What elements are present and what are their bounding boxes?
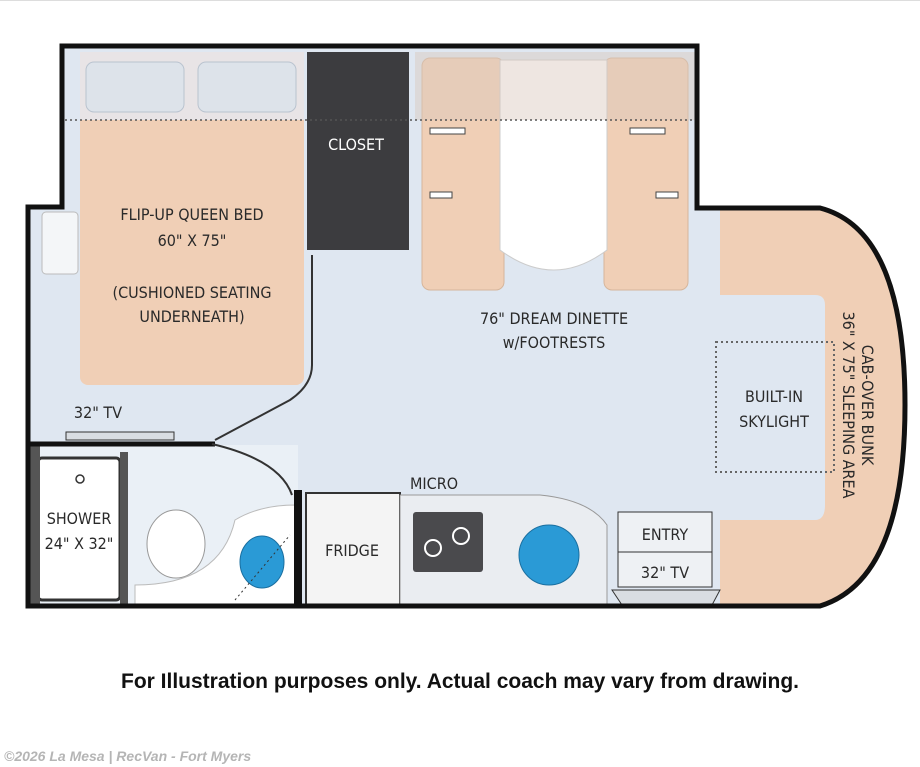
closet-label: CLOSET xyxy=(328,135,384,154)
footrest xyxy=(429,127,466,135)
outer-wall xyxy=(25,43,908,609)
disclaimer-caption: For Illustration purposes only. Actual c… xyxy=(121,670,799,693)
shower-size-label: 24" X 32" xyxy=(45,534,114,553)
shower xyxy=(36,456,122,602)
top-border xyxy=(0,0,920,1)
tv-bedroom xyxy=(65,431,175,441)
bed-size-label: 60" X 75" xyxy=(158,231,227,250)
micro-label: MICRO xyxy=(410,474,458,493)
bath-door-arc xyxy=(211,443,293,496)
bunk-label: CAB-OVER BUNK xyxy=(858,345,877,466)
bunk-size-label: 36" X 75" SLEEPING AREA xyxy=(839,312,858,499)
tv-entry-cabinet xyxy=(617,551,713,588)
entry-label: ENTRY xyxy=(642,525,689,544)
bedroom-partition xyxy=(214,255,313,441)
bed-label: FLIP-UP QUEEN BED xyxy=(120,205,263,224)
floor-plan: FLIP-UP QUEEN BED 60" X 75" (CUSHIONED S… xyxy=(25,43,908,609)
dinette-label: w/FOOTRESTS xyxy=(503,333,606,352)
galley-wall xyxy=(294,490,302,607)
shower-wall xyxy=(120,452,128,607)
pillow-right xyxy=(197,61,297,113)
bed-note-label: UNDERNEATH) xyxy=(139,307,244,326)
skylight-outline xyxy=(715,341,835,473)
dinette-table xyxy=(499,59,608,271)
bedside-cabinet xyxy=(41,211,79,275)
dinette-slide-shade xyxy=(415,52,695,120)
toilet-icon xyxy=(146,509,206,579)
bath-door-swing xyxy=(234,534,291,601)
bed-note-label: (CUSHIONED SEATING xyxy=(112,283,271,302)
skylight-label: SKYLIGHT xyxy=(739,412,809,431)
skylight-label: BUILT-IN xyxy=(745,387,803,406)
tv-label: 32" TV xyxy=(641,563,689,582)
dinette-label: 76" DREAM DINETTE xyxy=(480,309,628,328)
footrest xyxy=(655,191,679,199)
footrest xyxy=(629,127,666,135)
bath-sink-icon xyxy=(239,535,285,589)
footrest xyxy=(429,191,453,199)
copyright-footer: ©2026 La Mesa | RecVan - Fort Myers xyxy=(4,748,252,764)
queen-bed xyxy=(80,52,304,385)
shower-wall xyxy=(28,445,40,607)
shower-label: SHOWER xyxy=(47,509,112,528)
cooktop xyxy=(413,512,483,572)
pillow-left xyxy=(85,61,185,113)
galley-sink-icon xyxy=(518,524,580,586)
closet xyxy=(307,52,409,250)
cab-over-bunk xyxy=(720,208,905,605)
tv-label: 32" TV xyxy=(74,403,122,422)
burner-icon xyxy=(424,539,442,557)
fridge-label: FRIDGE xyxy=(325,541,379,560)
burner-icon xyxy=(452,527,470,545)
shower-drain-icon xyxy=(75,474,85,484)
entry-door xyxy=(611,589,721,606)
